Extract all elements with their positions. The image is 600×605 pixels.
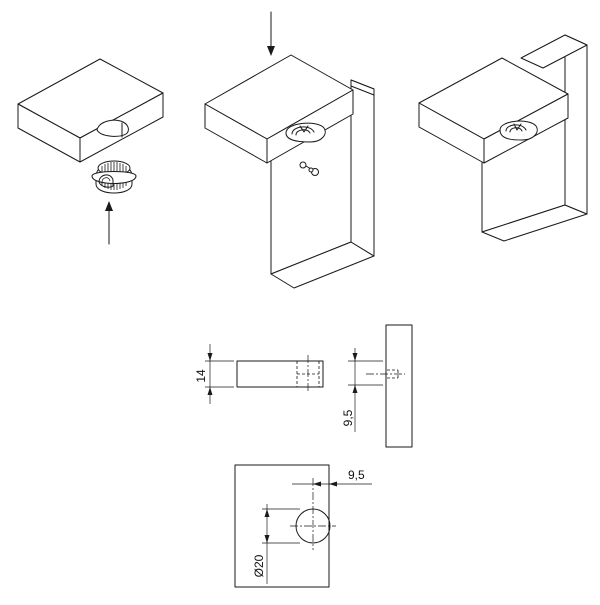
cam-connector-3 [499,120,538,141]
diameter-dimension: Ø20 [252,504,300,584]
dimension-label-height: 14 [194,369,208,383]
dimension-label-diameter: Ø20 [252,554,266,577]
side-view [236,355,324,393]
top-view [234,464,336,588]
panel-1 [17,58,164,163]
cam-connector-2 [285,122,326,143]
bore-hole-1 [96,119,129,138]
side-offset-dimension: 9,5 [341,348,383,432]
step-2-assembly [204,11,375,289]
dimension-label-top-offset: 9,5 [348,468,365,482]
step-1-panel-insertion [17,58,164,245]
arrow-icon [105,201,113,245]
side-panel-2 [270,79,375,289]
top-offset-dimension: 9,5 [292,468,372,489]
end-view [366,324,413,448]
step-3-assembled [418,34,588,242]
height-dimension: 14 [194,344,234,404]
dimension-label-side-offset: 9,5 [341,409,355,426]
arrow-icon [267,11,275,56]
eccentric-connector-icon [91,160,137,194]
dowel-pin-2 [299,161,319,176]
side-panel-3 [481,34,588,242]
top-panel-3 [418,57,569,164]
